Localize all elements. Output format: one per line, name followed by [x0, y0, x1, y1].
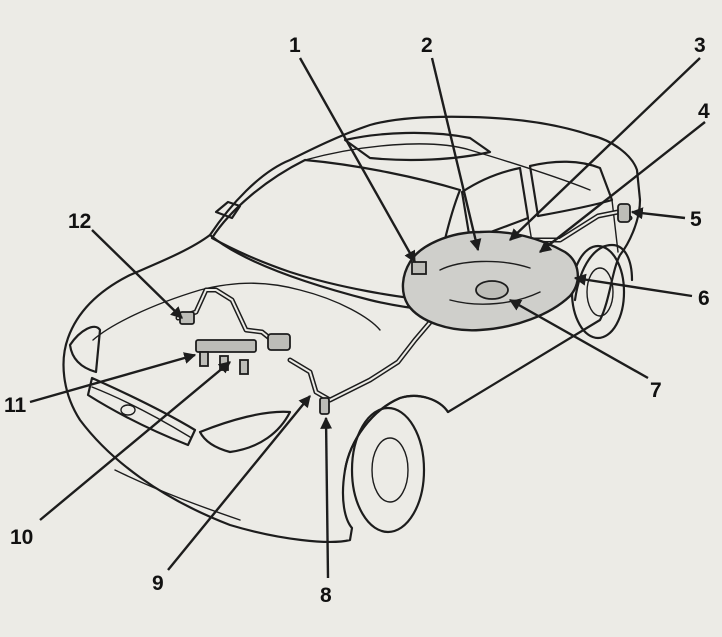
fuel-line-main-inner — [177, 289, 446, 401]
callout-4: 4 — [698, 100, 710, 123]
tank-bracket — [411, 261, 427, 275]
front-wheel — [350, 406, 426, 534]
callout-5: 5 — [690, 208, 702, 231]
pressure-regulator — [179, 311, 195, 325]
grille-bar — [91, 386, 191, 438]
front-wheel-hub — [371, 437, 409, 503]
leader-5 — [630, 207, 686, 220]
front-grille — [86, 376, 197, 447]
door-line-rear — [611, 199, 619, 253]
leader-3 — [509, 57, 701, 241]
tank-detail — [439, 260, 531, 271]
headlight-right — [198, 410, 292, 454]
tank-detail-2 — [449, 291, 541, 305]
injector-3 — [239, 359, 249, 375]
windshield — [210, 158, 462, 302]
callout-2: 2 — [421, 34, 433, 57]
sunroof — [343, 131, 492, 162]
leader-8 — [320, 416, 333, 579]
roof-line — [304, 143, 591, 191]
injector-1 — [199, 351, 209, 367]
leader-1 — [298, 57, 417, 264]
leader-2 — [430, 57, 482, 252]
fuel-tank-assembly — [401, 203, 631, 332]
callout-3: 3 — [694, 34, 706, 57]
hose-clamp — [319, 397, 330, 415]
leader-9 — [167, 395, 311, 571]
leader-6 — [573, 273, 693, 298]
headlight-left — [68, 325, 102, 374]
callout-labels: 1 2 3 4 5 6 7 8 9 10 11 12 — [4, 34, 710, 607]
front-wheel-arch — [343, 394, 450, 472]
air-dam — [114, 469, 241, 521]
callout-8: 8 — [320, 584, 332, 607]
callout-10: 10 — [10, 526, 33, 549]
side-mirror — [214, 200, 242, 220]
badge — [120, 404, 136, 416]
hood-line — [92, 282, 381, 341]
body-outline — [62, 115, 642, 543]
hood-edge — [208, 233, 430, 312]
car-body — [62, 115, 642, 543]
filler-cap — [617, 203, 631, 223]
rear-wheel-hub — [586, 267, 614, 317]
fuel-rail — [195, 339, 257, 353]
callout-9: 9 — [152, 572, 164, 595]
leader-7 — [508, 298, 649, 380]
leader-10 — [39, 361, 231, 521]
leader-12 — [91, 229, 183, 319]
callout-12: 12 — [68, 210, 91, 233]
fuel-filter — [267, 333, 291, 351]
leader-lines — [29, 57, 706, 579]
rear-wheel — [570, 244, 626, 340]
callout-6: 6 — [698, 287, 710, 310]
callout-7: 7 — [650, 379, 662, 402]
fuel-pump — [475, 280, 509, 300]
leader-11 — [29, 352, 197, 404]
callout-1: 1 — [289, 34, 301, 57]
leader-4 — [539, 121, 706, 253]
callout-11: 11 — [4, 394, 27, 417]
